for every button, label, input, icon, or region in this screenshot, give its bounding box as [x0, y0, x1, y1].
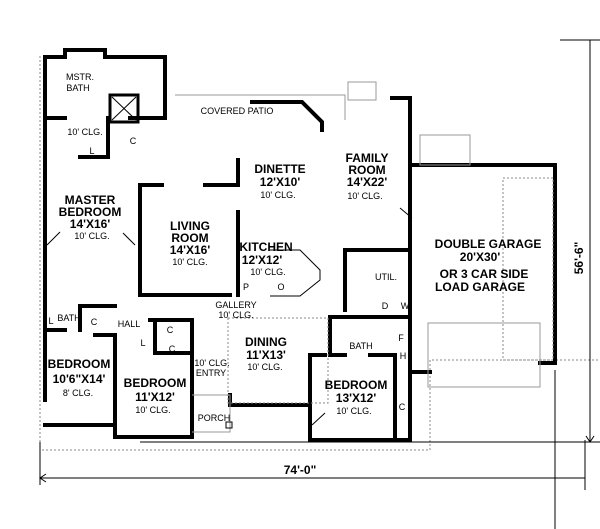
living-room-size: 14'X16' — [170, 243, 211, 257]
bedroom-2-label: BEDROOM — [48, 357, 111, 371]
closet-label: C — [167, 325, 174, 335]
garage-size: 20'X30' — [460, 250, 501, 264]
dinette-label: DINETTE — [254, 162, 305, 176]
closet-label: C — [169, 344, 176, 354]
dining-label: DINING — [245, 335, 287, 349]
linen-label: L — [89, 146, 94, 156]
covered-patio-label: COVERED PATIO — [201, 106, 274, 116]
entry-label: ENTRY — [196, 368, 226, 378]
family-room-label: FAMILY — [346, 151, 389, 165]
labels: COVERED PATIO MSTR. BATH 10' CLG. L C MA… — [48, 72, 542, 423]
living-room-label: ROOM — [171, 231, 208, 245]
kitchen-size: 12'X12' — [242, 253, 283, 267]
living-room-label: LIVING — [170, 219, 210, 233]
dimension-lines: 74'-0" 56'-6" — [39, 39, 600, 529]
kitchen-clg: 10' CLG. — [250, 267, 285, 277]
dinette-size: 12'X10' — [260, 175, 301, 189]
closet-label: C — [130, 136, 137, 146]
living-room-clg: 10' CLG. — [172, 257, 207, 267]
freezer-label: F — [398, 333, 404, 343]
dining-clg: 10' CLG. — [247, 362, 282, 372]
oven-label: O — [277, 282, 284, 292]
master-bedroom-label: BEDROOM — [59, 205, 122, 219]
bedroom-4-clg: 10' CLG. — [336, 406, 371, 416]
util-label: UTIL. — [375, 272, 397, 282]
mstr-bath-label: BATH — [66, 83, 89, 93]
pantry-label: P — [243, 282, 249, 292]
linen-label: L — [48, 316, 53, 326]
garage-alt-label: OR 3 CAR SIDE — [440, 267, 529, 281]
gallery-label: GALLERY — [215, 300, 256, 310]
arrows — [46, 207, 413, 426]
mstr-bath-label: MSTR. — [66, 72, 94, 82]
mstr-bath-clg: 10' CLG. — [67, 127, 102, 137]
bedroom-2-size: 10'6"X14' — [53, 372, 106, 386]
bedroom-3-label: BEDROOM — [124, 376, 187, 390]
dryer-label: D — [382, 301, 389, 311]
width-dimension: 74'-0" — [284, 463, 317, 477]
entry-clg: 10' CLG. — [194, 358, 229, 368]
washer-label: W — [401, 301, 410, 311]
dinette-clg: 10' CLG. — [260, 190, 295, 200]
master-bedroom-size: 14'X16' — [70, 217, 111, 231]
bedroom-3-clg: 10' CLG. — [135, 405, 170, 415]
bedroom-4-label: BEDROOM — [325, 378, 388, 392]
bedroom-2-clg: 8' CLG. — [63, 388, 93, 398]
closet-label: C — [91, 317, 98, 327]
bedroom-4-size: 13'X12' — [336, 391, 377, 405]
family-room-size: 14'X22' — [347, 175, 388, 189]
depth-dimension: 56'-6" — [572, 242, 586, 275]
linen-label: L — [140, 338, 145, 348]
water-heater-label: H — [400, 351, 407, 361]
gallery-clg: 10' CLG. — [218, 310, 253, 320]
garage-alt-label: LOAD GARAGE — [435, 280, 525, 294]
bedroom-3-size: 11'X12' — [135, 390, 175, 404]
garage-label: DOUBLE GARAGE — [435, 237, 542, 251]
closet-label: C — [399, 402, 406, 412]
family-room-clg: 10' CLG. — [347, 191, 382, 201]
bath-2-label: BATH — [349, 341, 372, 351]
walls — [39, 48, 600, 451]
kitchen-label: KITCHEN — [239, 240, 292, 254]
master-bedroom-label: MASTER — [65, 193, 116, 207]
porch-label: PORCH — [198, 413, 231, 423]
hall-label: HALL — [118, 319, 141, 329]
dining-size: 11'X13' — [246, 348, 286, 362]
hall-bath-label: BATH — [57, 313, 80, 323]
master-bedroom-clg: 10' CLG. — [74, 231, 109, 241]
family-room-label: ROOM — [348, 163, 385, 177]
